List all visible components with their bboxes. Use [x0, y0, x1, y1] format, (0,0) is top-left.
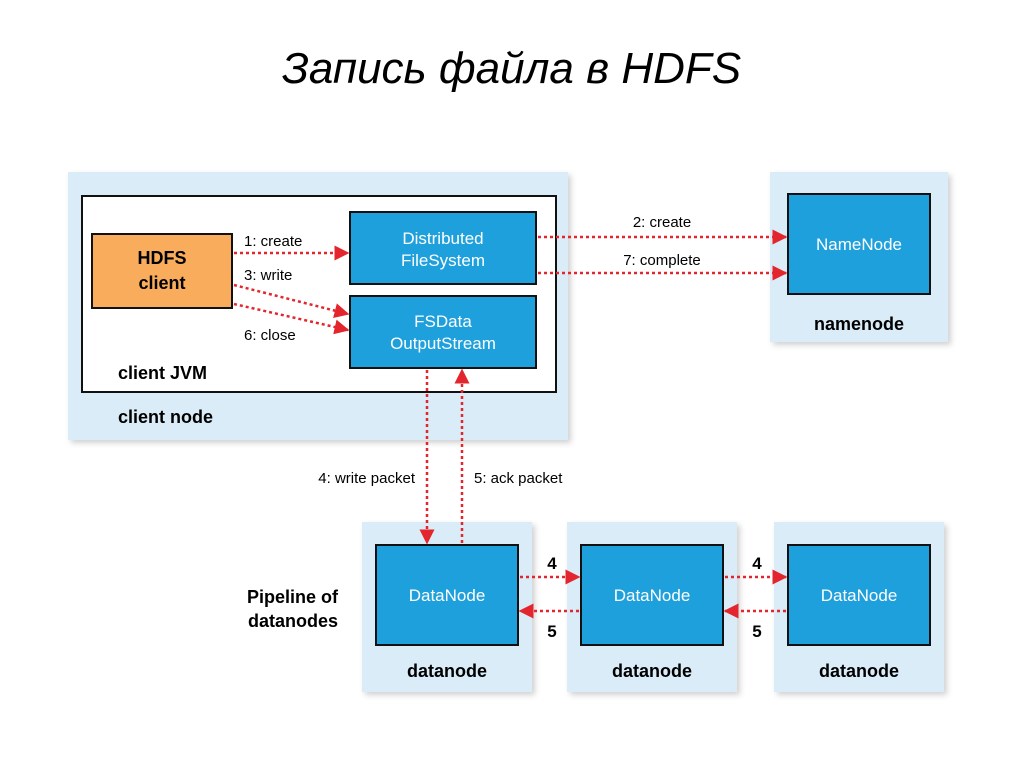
label-complete-7: 7: complete — [623, 252, 701, 269]
label-dn-write-b: 4 — [752, 554, 762, 573]
distributed-filesystem-line1: Distributed — [402, 229, 483, 248]
hdfs-client-box[interactable] — [91, 233, 233, 309]
hdfs-client-line1: HDFS — [138, 248, 187, 268]
datanode-2-label: datanode — [612, 661, 692, 681]
label-dn-write-a: 4 — [547, 554, 557, 573]
label-create-2: 2: create — [633, 214, 691, 231]
namenode-box-label: NameNode — [816, 235, 902, 254]
hdfs-client-line2: client — [138, 273, 185, 293]
datanode-3-label: datanode — [819, 661, 899, 681]
label-write-packet-4: 4: write packet — [318, 470, 416, 487]
label-close-6: 6: close — [244, 327, 296, 344]
label-dn-ack-b: 5 — [752, 622, 761, 641]
namenode-box[interactable] — [787, 193, 931, 295]
fsdata-outputstream-line2: OutputStream — [390, 334, 496, 353]
datanode-box-2-label: DataNode — [614, 586, 691, 605]
datanode-box-1[interactable] — [375, 544, 519, 646]
distributed-filesystem-line2: FileSystem — [401, 251, 485, 270]
arrow-write-3 — [233, 283, 350, 318]
arrow-close-6 — [233, 302, 350, 335]
fsdata-outputstream-box[interactable] — [349, 295, 537, 369]
datanode-box-3-label: DataNode — [821, 586, 898, 605]
pipeline-label-line2: datanodes — [248, 611, 338, 631]
slide-title: Запись файла в HDFS — [281, 44, 742, 93]
namenode-label: namenode — [814, 314, 904, 334]
datanode-box-3[interactable] — [787, 544, 931, 646]
datanode-box-1-label: DataNode — [409, 586, 486, 605]
label-write-3: 3: write — [244, 267, 292, 284]
client-jvm-label: client JVM — [118, 363, 207, 383]
distributed-filesystem-box[interactable] — [349, 211, 537, 285]
pipeline-label-line1: Pipeline of — [247, 587, 339, 607]
label-dn-ack-a: 5 — [547, 622, 556, 641]
fsdata-outputstream-line1: FSData — [414, 312, 472, 331]
datanode-1-label: datanode — [407, 661, 487, 681]
datanode-box-2[interactable] — [580, 544, 724, 646]
client-node-label: client node — [118, 407, 213, 427]
label-create-1: 1: create — [244, 233, 302, 250]
label-ack-packet-5: 5: ack packet — [474, 470, 563, 487]
